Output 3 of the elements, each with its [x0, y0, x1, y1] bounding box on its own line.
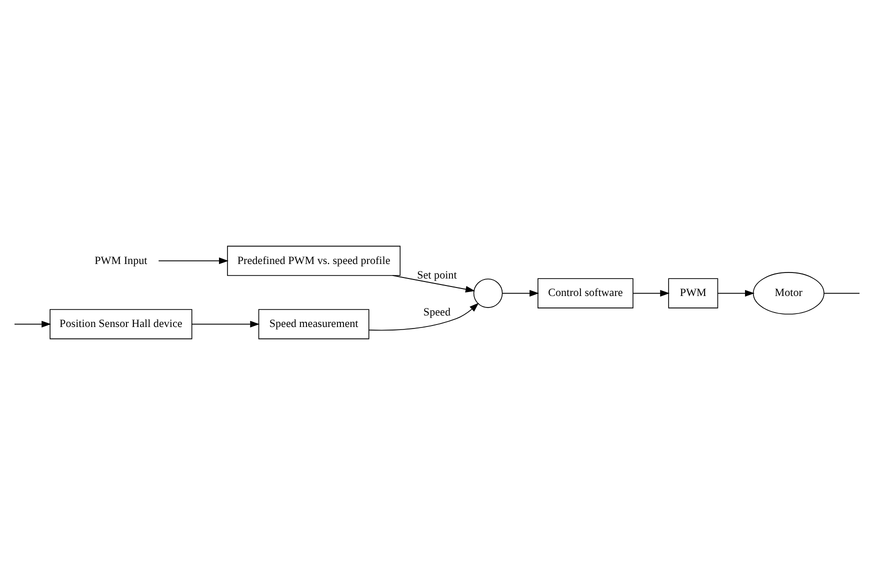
node-text: PWM Input [94, 254, 148, 266]
edge-label: Set point [417, 268, 457, 281]
edge-label: Speed [423, 306, 450, 318]
